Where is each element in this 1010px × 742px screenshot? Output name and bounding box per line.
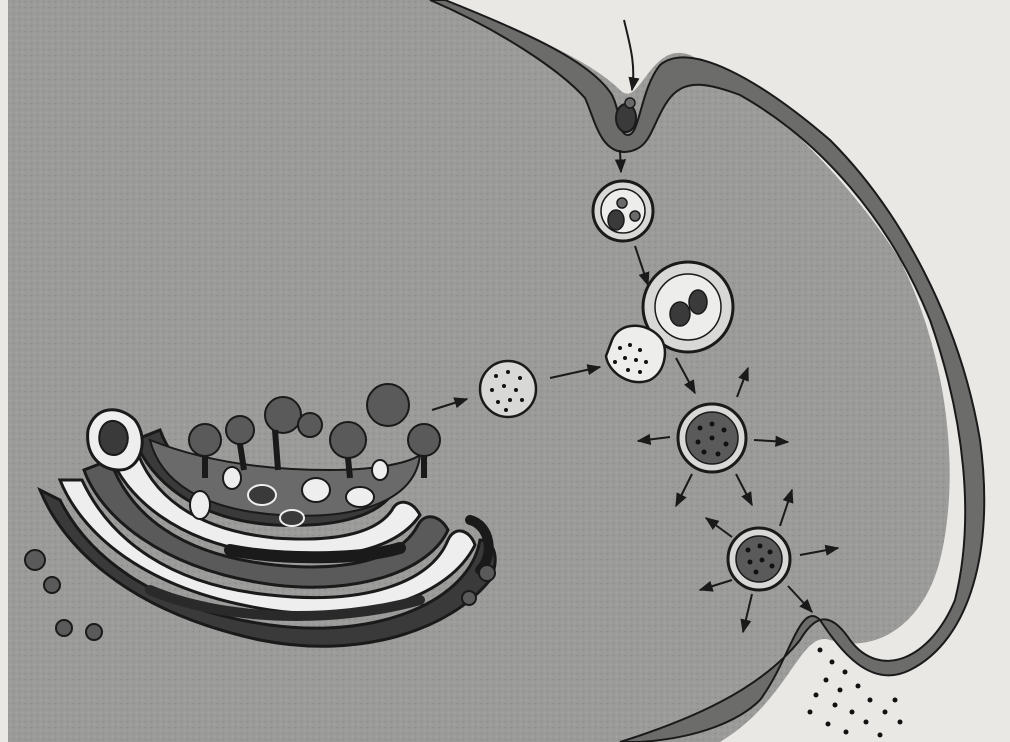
secondary-lysosome-1 — [678, 404, 746, 472]
primary-lysosome-vesicle — [480, 361, 536, 417]
secondary-lysosome-2 — [728, 528, 790, 590]
endocytic-vesicle — [593, 181, 653, 241]
arrow-icon — [620, 150, 621, 172]
